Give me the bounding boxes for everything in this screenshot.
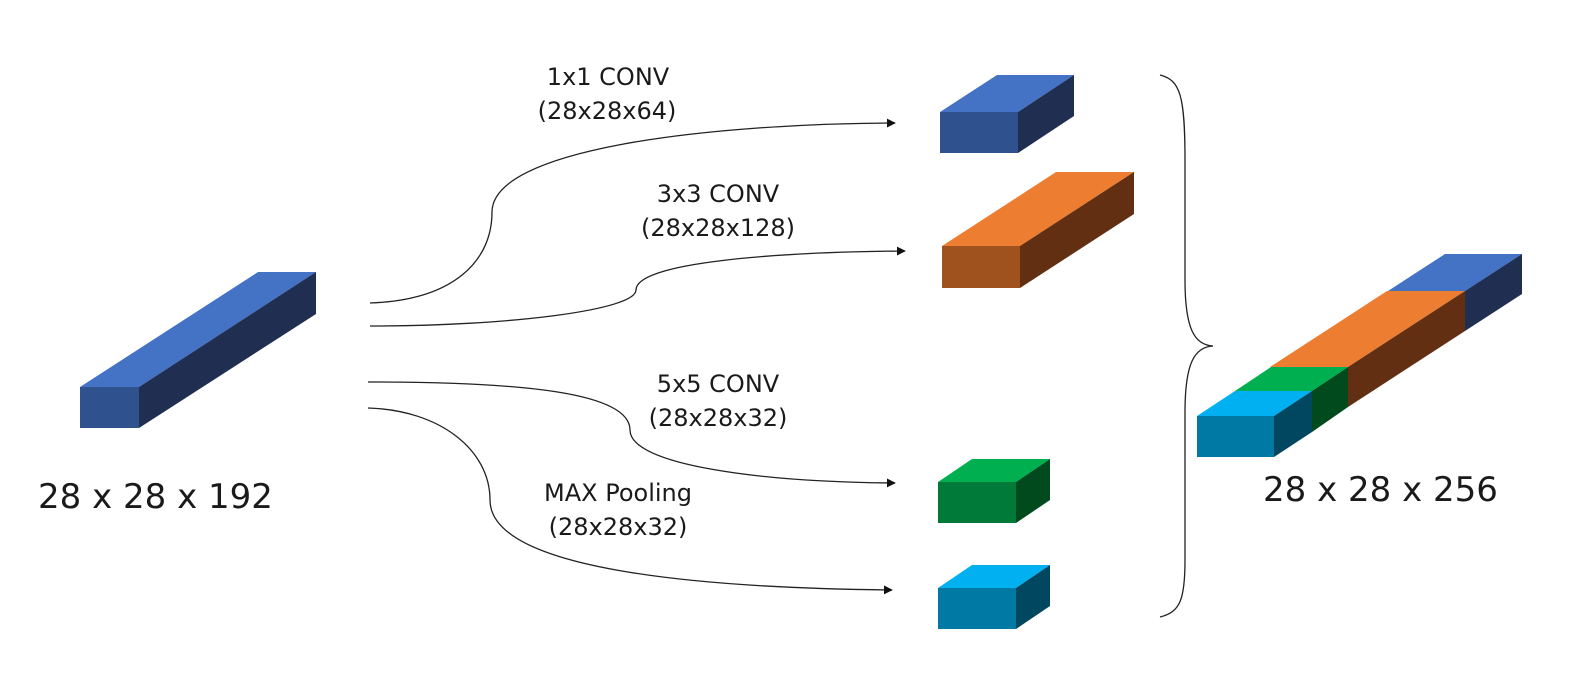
branch-5x5-shape-label: (28x28x32)	[649, 404, 788, 432]
branch-5x5-volume-front	[938, 482, 1016, 523]
output-segment-1x1-side	[1465, 254, 1522, 331]
output-segment-maxpool-top	[1197, 391, 1312, 416]
branch-maxpool-volume-front	[938, 588, 1016, 629]
input-volume-front	[80, 387, 139, 428]
branch-1x1-shape-label: (28x28x64)	[538, 97, 677, 125]
branch-1x1-volume-side	[1018, 75, 1074, 153]
branch-maxpool-volume-top	[938, 565, 1050, 588]
branch-5x5-volume-side	[1016, 459, 1050, 523]
branch-1x1-volume	[940, 75, 1074, 153]
input-volume-top	[80, 272, 316, 387]
concat-brace	[1159, 74, 1214, 618]
output-segment-3x3-top	[1270, 291, 1465, 367]
branch-1x1-op-label: 1x1 CONV	[547, 63, 670, 91]
branch-3x3-volume	[942, 172, 1134, 288]
output-segment-1x1	[1388, 254, 1522, 331]
branch-3x3-arrow	[369, 246, 906, 327]
branch-maxpool-volume	[938, 565, 1050, 629]
branch-3x3-shape-label: (28x28x128)	[641, 214, 795, 242]
output-volume	[1197, 254, 1522, 457]
branch-maxpool-arrow	[367, 407, 893, 595]
output-segment-5x5	[1235, 367, 1348, 432]
output-segment-1x1-top	[1388, 254, 1522, 291]
branch-1x1-volume-top	[940, 75, 1074, 112]
branch-5x5-op-label: 5x5 CONV	[657, 370, 780, 398]
input-volume-label: 28 x 28 x 192	[38, 477, 273, 517]
branch-5x5-volume-top	[938, 459, 1050, 482]
branch-maxpool-shape-label: (28x28x32)	[549, 513, 688, 541]
branch-1x1-arrow	[369, 118, 896, 304]
output-volume-label: 28 x 28 x 256	[1263, 470, 1498, 510]
output-segment-maxpool-side	[1274, 391, 1312, 457]
branch-3x3-volume-top	[942, 172, 1134, 246]
output-segment-3x3	[1270, 291, 1465, 407]
input-volume	[80, 272, 316, 428]
branch-5x5-arrow	[367, 381, 896, 488]
branch-maxpool-volume-side	[1016, 565, 1050, 629]
input-volume-side	[139, 272, 316, 428]
output-segment-3x3-side	[1348, 291, 1465, 407]
output-segment-maxpool	[1197, 391, 1312, 457]
branch-3x3-volume-front	[942, 246, 1020, 288]
output-segment-maxpool-front	[1197, 416, 1274, 457]
output-segment-5x5-top	[1235, 367, 1348, 391]
branch-5x5-volume	[938, 459, 1050, 523]
output-segment-5x5-side	[1312, 367, 1348, 432]
branch-3x3-op-label: 3x3 CONV	[657, 180, 780, 208]
branch-1x1-volume-front	[940, 112, 1018, 153]
branch-maxpool-op-label: MAX Pooling	[544, 479, 692, 507]
branch-3x3-volume-side	[1020, 172, 1134, 288]
